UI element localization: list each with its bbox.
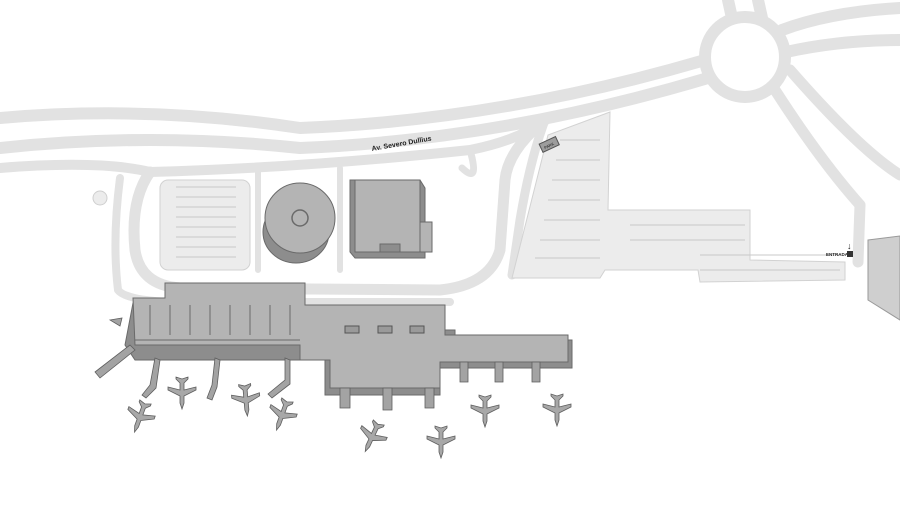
terminal [124, 282, 573, 396]
jet-bridge-3 [141, 357, 161, 399]
terminal-roof-unit-1 [344, 325, 360, 334]
main-avenue-lower [0, 115, 550, 177]
parking-stalls-west [176, 186, 236, 258]
airplane-icon [426, 425, 456, 459]
road-north-2 [752, 0, 768, 24]
main-avenue-north [0, 54, 711, 134]
parking-stalls-east [535, 139, 840, 271]
round-building [264, 182, 336, 254]
jet-bridge-7 [382, 387, 393, 411]
jet-bridge-4 [206, 357, 221, 401]
entrance-arrow-icon: ↓ [847, 241, 852, 251]
road-northeast [776, 2, 900, 36]
jet-bridge-8 [424, 387, 435, 409]
terminal-loop [128, 114, 551, 296]
terminal-roof [132, 282, 569, 389]
entrance-marker [847, 251, 853, 257]
access-road-entrance [852, 199, 866, 268]
road-east [780, 34, 900, 58]
ramp-southeast-2 [784, 64, 900, 181]
parking-areas: PARK [92, 111, 900, 321]
parking-lot-east [511, 111, 846, 283]
terminal-roof-unit-2 [377, 325, 393, 334]
road-north-1 [722, 0, 738, 24]
parking-booth [538, 135, 560, 153]
airplane-icon [262, 394, 302, 436]
round-building-ramp-icon [291, 209, 309, 227]
central-buildings [262, 179, 433, 264]
terminal-roof-lines [135, 305, 300, 341]
jet-bridge-11 [531, 361, 541, 383]
jet-bridge-9 [459, 361, 469, 383]
jet-bridges [94, 317, 541, 411]
airplane-icon [352, 416, 392, 458]
inner-loop [255, 165, 343, 273]
jet-bridge-5 [267, 357, 291, 399]
jet-bridge-1 [94, 344, 136, 379]
ramp-southeast-1 [769, 84, 866, 211]
road-network [0, 0, 900, 306]
road-to-east-parking [507, 115, 550, 280]
airplane-icon [120, 396, 160, 438]
road-ramp-curve [458, 146, 478, 177]
jet-bridge-10 [494, 361, 504, 383]
jet-bridge-6 [339, 387, 351, 409]
office-entrance [379, 243, 401, 253]
entrance-label: ENTRADA [826, 252, 849, 257]
airplane-icon [230, 382, 262, 418]
roundabout-small [92, 190, 108, 206]
parking-booth-label: PARK [543, 141, 555, 150]
airplane-icon [470, 394, 500, 428]
terminal-roof-unit-3 [409, 325, 425, 334]
airplane-icon [167, 376, 197, 410]
east-structure [867, 235, 900, 321]
main-avenue-south [0, 72, 714, 154]
jet-bridge-2 [108, 317, 123, 327]
office-annex [419, 221, 433, 253]
airplane-icon [542, 393, 572, 427]
office-building [354, 179, 421, 253]
